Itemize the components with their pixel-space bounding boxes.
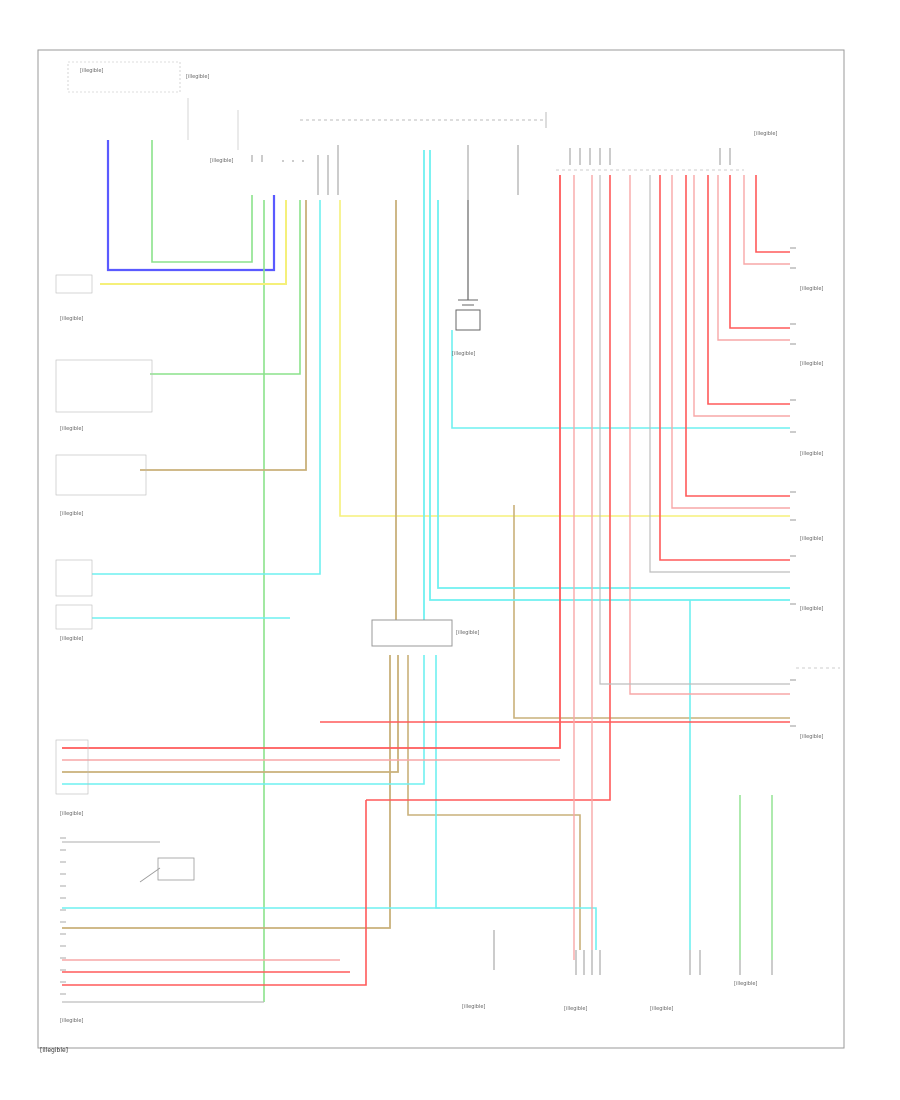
component-label-switch-4: [illegible] bbox=[60, 636, 83, 642]
center-splice-box bbox=[371, 619, 453, 647]
wire-blue bbox=[106, 140, 276, 272]
wire-yellow-2 bbox=[339, 200, 790, 517]
wire-pink-3 bbox=[629, 175, 790, 695]
component-label-mode-ctrl: [illegible] bbox=[80, 68, 103, 74]
wire-red-5 bbox=[755, 175, 790, 253]
right-pin-ticks bbox=[790, 247, 796, 727]
wire-pink-5 bbox=[693, 175, 790, 417]
wire-green-1 bbox=[151, 140, 253, 263]
mode-control-unit: [illegible] [illegible] [illegible] bbox=[67, 61, 239, 164]
wire-red-4 bbox=[707, 175, 790, 405]
connector-pins-top bbox=[251, 145, 731, 200]
wire-cyan-7 bbox=[62, 655, 425, 785]
component-label-bottom-c3: [illegible] bbox=[650, 1006, 673, 1012]
component-label-bottom-c1: [illegible] bbox=[462, 1004, 485, 1010]
wire-red-6 bbox=[729, 175, 790, 329]
component-label-bottom-c2: [illegible] bbox=[564, 1006, 587, 1012]
wire-red-2 bbox=[659, 175, 790, 561]
wire-red-8 bbox=[366, 175, 611, 801]
wire-pink-4 bbox=[671, 175, 790, 509]
component-label-bottom-c4: [illegible] bbox=[734, 981, 757, 987]
wire-cyan-8 bbox=[435, 655, 597, 950]
wire-red-1 bbox=[62, 175, 561, 749]
wire-cyan-3 bbox=[437, 200, 790, 589]
component-label-right-4: [illegible] bbox=[800, 451, 823, 457]
wire-gray-1 bbox=[599, 175, 790, 685]
wire-tan-1 bbox=[140, 200, 307, 471]
component-label-switch-3: [illegible] bbox=[60, 511, 83, 517]
bottom-connectors bbox=[493, 930, 773, 975]
bottom-left-pin-column bbox=[60, 837, 66, 995]
diagram-frame bbox=[37, 49, 845, 1049]
component-label-switch-1: [illegible] bbox=[60, 316, 83, 322]
wire-yellow-1 bbox=[100, 200, 287, 285]
wire-tan-6 bbox=[513, 505, 790, 719]
component-label-right-7: [illegible] bbox=[800, 734, 823, 740]
wire-cyan-2 bbox=[429, 150, 790, 601]
component-label-amp: [illegible] bbox=[210, 158, 233, 164]
component-label-splice: [illegible] bbox=[456, 630, 479, 636]
ground-symbol bbox=[455, 299, 481, 331]
component-label-switch-2: [illegible] bbox=[60, 426, 83, 432]
wire-gray-2 bbox=[649, 175, 790, 573]
wire-tan-5 bbox=[407, 655, 581, 950]
component-label-right-3: [illegible] bbox=[800, 361, 823, 367]
wire-cyan-4 bbox=[451, 330, 790, 429]
component-label-bottom-ecu: [illegible] bbox=[60, 1018, 83, 1024]
component-label-right-5: [illegible] bbox=[800, 536, 823, 542]
wire-cyan-5 bbox=[92, 200, 321, 575]
wire-green-2 bbox=[150, 200, 301, 375]
component-label-right-2: [illegible] bbox=[800, 286, 823, 292]
wire-red-3 bbox=[685, 175, 790, 497]
wire-tan-4 bbox=[62, 655, 399, 773]
component-label-right-6: [illegible] bbox=[800, 606, 823, 612]
component-label-ground: [illegible] bbox=[452, 351, 475, 357]
right-connector-labels: [illegible] [illegible] [illegible] [ill… bbox=[800, 286, 823, 740]
wire-red-7 bbox=[62, 800, 367, 986]
wire-pink-6 bbox=[743, 175, 790, 265]
small-switch-bottom bbox=[139, 857, 195, 883]
wire-pink-7 bbox=[717, 175, 790, 341]
component-label-right-1: [illegible] bbox=[754, 131, 777, 137]
left-switch-group: [illegible] [illegible] [illegible] [ill… bbox=[55, 274, 153, 817]
footer-code: [illegible] bbox=[40, 1047, 68, 1054]
component-label-bottom-left: [illegible] bbox=[60, 811, 83, 817]
wire-tan-3 bbox=[62, 655, 391, 929]
component-label-mid-ecu: [illegible] bbox=[186, 74, 209, 80]
